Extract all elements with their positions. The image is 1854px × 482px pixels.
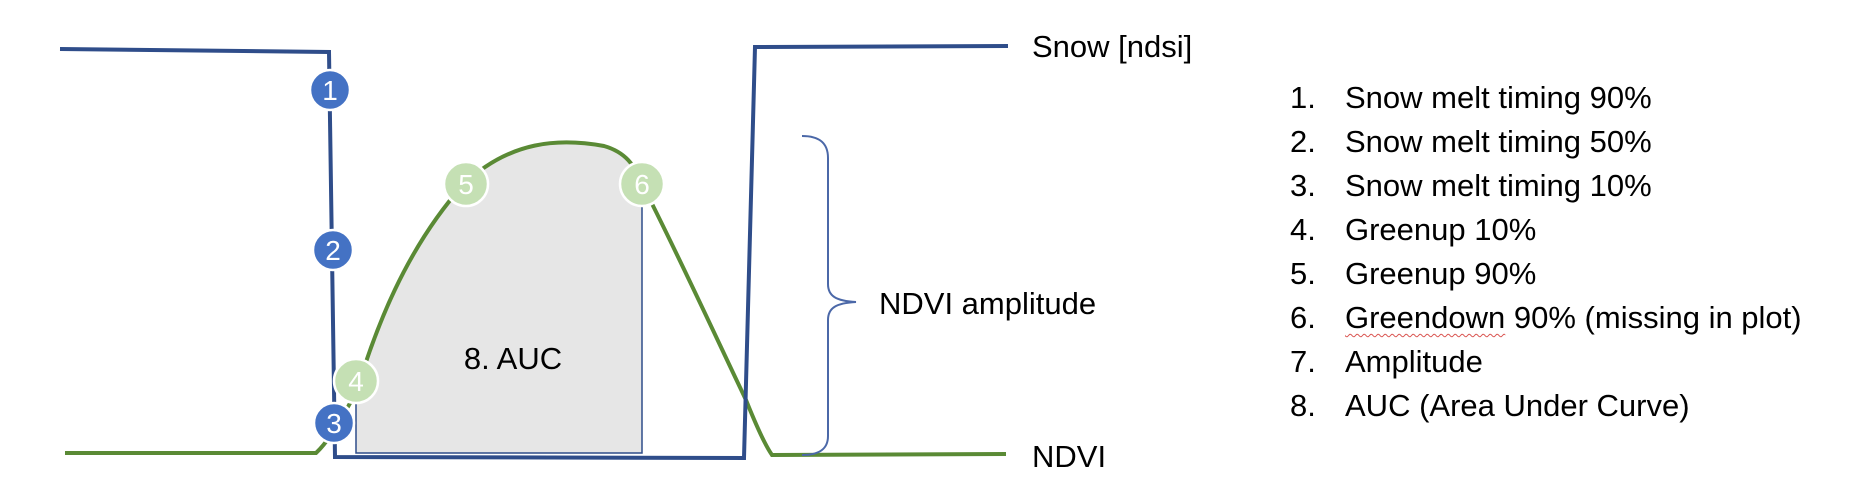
legend-item: 8.AUC (Area Under Curve) xyxy=(1290,388,1690,423)
legend-list: 1.Snow melt timing 90% 2.Snow melt timin… xyxy=(1290,76,1802,428)
snow-curve xyxy=(59,44,1009,461)
svg-text:6: 6 xyxy=(634,169,650,200)
svg-text:1: 1 xyxy=(322,75,338,106)
svg-text:3: 3 xyxy=(326,408,342,439)
legend-item: 5.Greenup 90% xyxy=(1290,256,1537,291)
svg-text:5: 5 xyxy=(458,169,474,200)
legend-item: 2.Snow melt timing 50% xyxy=(1290,124,1652,159)
auc-area xyxy=(355,141,643,454)
snow-label: Snow [ndsi] xyxy=(1032,29,1192,64)
legend-item: 6.Greendown 90% (missing in plot) xyxy=(1290,300,1802,335)
svg-text:4: 4 xyxy=(348,366,364,397)
greendown-90-marker: 6 xyxy=(618,160,666,208)
greenup-90-marker: 5 xyxy=(442,160,490,208)
amplitude-label: NDVI amplitude xyxy=(879,286,1096,321)
ndvi-label: NDVI xyxy=(1032,439,1106,474)
legend-item: 7.Amplitude xyxy=(1290,344,1483,379)
greenup-10-marker: 4 xyxy=(332,357,380,405)
snow-melt-50-marker: 2 xyxy=(311,228,355,272)
auc-label: 8. AUC xyxy=(464,341,562,376)
svg-text:2: 2 xyxy=(325,235,341,266)
legend-item: 1.Snow melt timing 90% xyxy=(1290,80,1652,115)
snow-melt-90-marker: 1 xyxy=(308,68,352,112)
snow-melt-10-marker: 3 xyxy=(312,401,356,445)
amplitude-brace xyxy=(801,135,857,456)
legend-item: 3.Snow melt timing 10% xyxy=(1290,168,1652,203)
legend-item: 4.Greenup 10% xyxy=(1290,212,1537,247)
